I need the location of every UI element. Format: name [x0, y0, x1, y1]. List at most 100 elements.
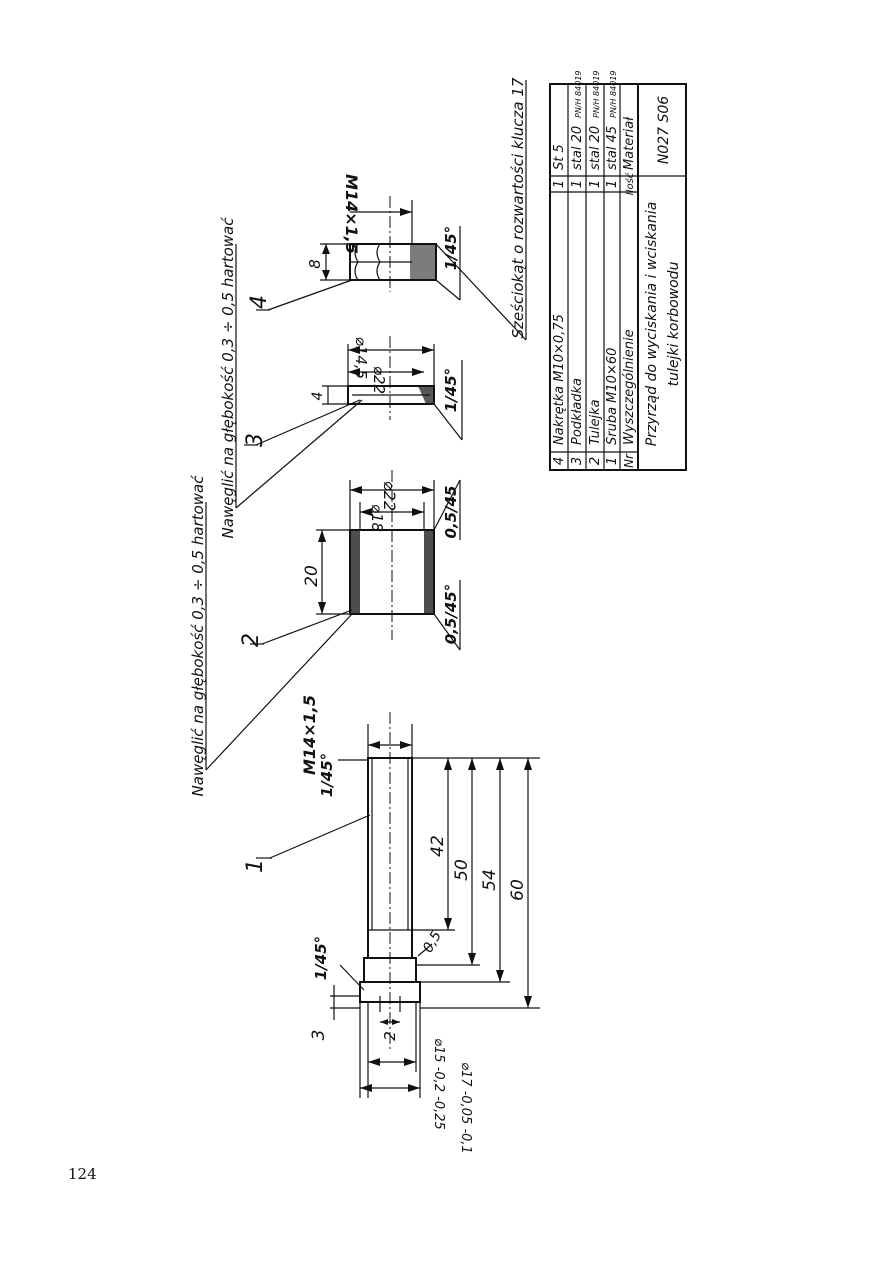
arrow: [400, 741, 412, 749]
arrow: [408, 1084, 420, 1092]
arrow: [392, 1019, 400, 1025]
part-1-dim-3-label: 3: [309, 1030, 329, 1041]
arrow: [368, 741, 380, 749]
part-2-chamfer-b: 0,5/45: [442, 486, 460, 539]
arrow: [496, 758, 504, 770]
table-row-3-material: stal 20: [570, 126, 585, 170]
part-1-len-50: 50: [452, 859, 472, 881]
table-row-2-nr: 2: [588, 457, 603, 465]
part-4-chamfer-leader: [435, 279, 461, 301]
arrow: [348, 368, 360, 376]
part-1-thread-label: M14×1,5: [300, 695, 319, 775]
part-4-thread: M14×1,5: [342, 174, 361, 254]
part-4-number: 4: [247, 295, 272, 309]
arrow: [404, 1058, 416, 1066]
part-1-dia-15: ⌀15 -0,2 -0,25: [431, 1038, 446, 1130]
arrow: [412, 508, 424, 516]
table-row-1-nr: 1: [605, 457, 620, 465]
arrow: [422, 346, 434, 354]
note-hexagon: Sześciokąt o rozwartości klucza 17: [509, 77, 527, 338]
arrow: [368, 1058, 380, 1066]
part-2-length: 20: [302, 565, 322, 587]
notes: Nawęglić na głębokość 0,3 ÷ 0,5 hartować…: [189, 77, 527, 796]
part-3-dia-22: ⌀22: [370, 366, 388, 394]
part-2-chamfer-leader-b: [433, 479, 461, 531]
part-2-outer-dia: ⌀22: [380, 481, 399, 511]
table-row-2-name: Tulejka: [588, 399, 603, 445]
arrow: [360, 1084, 372, 1092]
arrow: [350, 486, 362, 494]
table-row-1-name: Śruba M10×60: [604, 348, 620, 445]
table-header-nr: Nr: [622, 453, 636, 468]
part-3-chamfer-leader: [433, 403, 463, 441]
arrow: [444, 918, 452, 930]
part-1-len-42: 42: [428, 835, 448, 857]
part-3-washer: 3 4 ⌀22 ⌀14,5 1/45°: [243, 336, 463, 447]
part-1-chamfer-end: 1/45°: [318, 753, 336, 797]
note-carburize-1: Nawęglić na głębokość 0,3 ÷ 0,5 hartować: [189, 475, 207, 797]
parts-table: 4 Nakrętka M10×0,75 1 St 5 3 Podkładka 1…: [549, 70, 687, 471]
table-row-4-material: St 5: [552, 144, 567, 170]
table-header-qty: Ilość: [624, 172, 636, 195]
part-3-dia-145: ⌀14,5: [352, 337, 370, 379]
arrow: [380, 1019, 388, 1025]
part-2-inner-dia: ⌀18: [368, 504, 386, 532]
part-3-leader: [255, 399, 361, 446]
part-1-len-54: 54: [480, 869, 500, 891]
table-row-3-qty: 1: [570, 180, 585, 188]
part-2-number: 2: [239, 633, 264, 647]
part-3-chamfer-hatch: [418, 386, 434, 404]
arrow: [318, 530, 326, 542]
arrow: [322, 244, 330, 254]
note-2-leader: [235, 399, 363, 509]
part-1-number: 1: [243, 859, 268, 873]
table-row-3-nr: 3: [570, 457, 585, 465]
part-4-hex-arcs: [354, 243, 381, 281]
note-1-leader: [205, 613, 353, 771]
arrow: [524, 758, 532, 770]
part-2-sleeve: 2 20 ⌀18 ⌀22 0,5/45° 0,5/45: [239, 470, 461, 651]
table-row-4-qty: 1: [552, 180, 567, 188]
table-drawing-number: N027 S06: [656, 96, 672, 164]
table-row-1-std: PN/H 84019: [609, 70, 618, 118]
table-row-4-name: Nakrętka M10×0,75: [552, 314, 567, 445]
table-header-name: Wyszczególnienie: [622, 329, 637, 445]
table-header-material: Materiał: [622, 116, 637, 170]
part-3-number: 3: [243, 433, 268, 447]
part-1-chamfer-head-leader: [339, 964, 365, 991]
table-row-2-qty: 1: [588, 180, 603, 188]
table-title-line1: Przyrząd do wyciskania i wciskania: [644, 202, 660, 447]
table-row-1-material: stal 45: [605, 126, 620, 170]
arrow: [412, 368, 424, 376]
part-2-hatch-left: [350, 530, 360, 614]
page-number: 124: [68, 1165, 97, 1183]
part-1-dia-17: ⌀17 -0,05 -0,1: [458, 1062, 473, 1154]
note-carburize-2: Nawęglić na głębokość 0,3 ÷ 0,5 hartować: [219, 217, 237, 539]
part-4-chamfer: 1/45°: [442, 226, 460, 270]
part-2-chamfer-leader-a: [433, 613, 461, 651]
arrow: [444, 758, 452, 770]
part-4-width: 8: [306, 259, 324, 269]
table-row-3-std: PN/H 84019: [574, 70, 583, 118]
part-4-leader: [267, 279, 353, 311]
part-2-hatch-right: [424, 530, 434, 614]
part-2-leader: [261, 609, 353, 645]
arrow: [318, 602, 326, 614]
arrow: [400, 208, 412, 216]
table-title-line2: tulejki korbowodu: [666, 261, 682, 386]
arrow: [360, 508, 372, 516]
part-3-chamfer: 1/45°: [442, 368, 460, 412]
part-1-fillet-leader: [417, 943, 433, 957]
arrow: [468, 953, 476, 965]
note-3-leader: [435, 243, 527, 341]
part-1-collar: [359, 981, 421, 1003]
part-4-nut: 4 8 M14×1,5 1/45°: [247, 174, 461, 311]
part-3-thickness: 4: [310, 392, 326, 401]
arrow: [348, 346, 360, 354]
arrow: [468, 758, 476, 770]
table-row-2-material: stal 20: [588, 126, 603, 170]
arrow: [422, 486, 434, 494]
table-row-3-name: Podkładka: [570, 378, 585, 445]
